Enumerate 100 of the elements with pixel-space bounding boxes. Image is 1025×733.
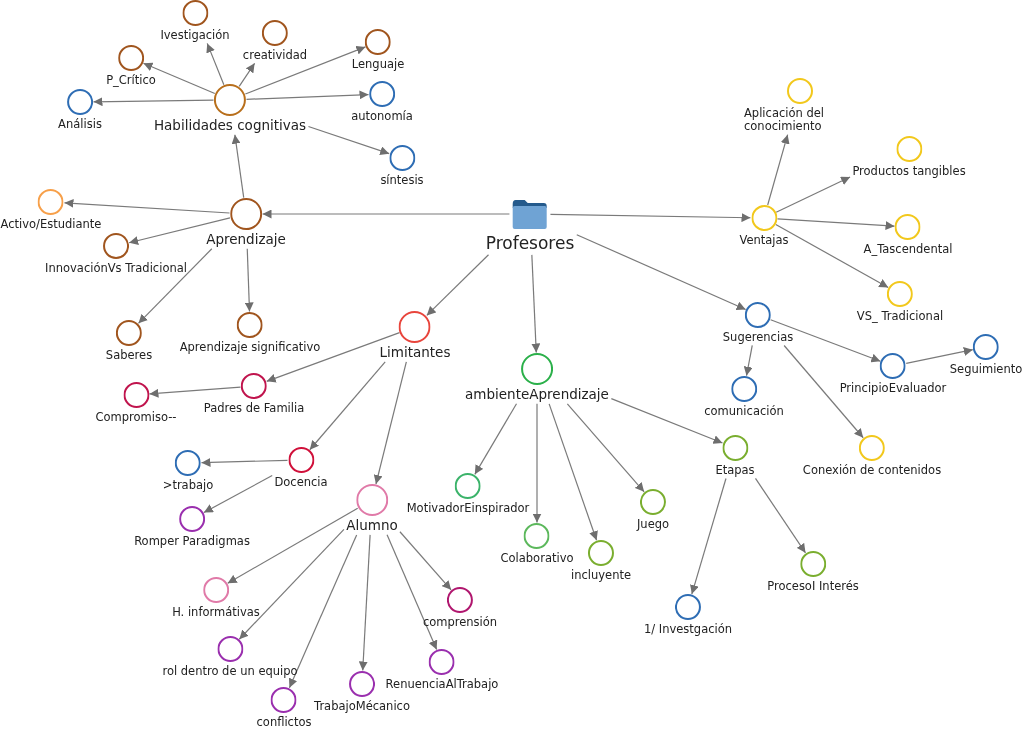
arrow xyxy=(137,248,213,324)
arrow xyxy=(474,403,518,475)
node-label: Romper Paradigmas xyxy=(134,535,250,549)
node-label: Habilidades cognitivas xyxy=(153,118,307,134)
arrow xyxy=(63,198,231,214)
arrow xyxy=(373,361,407,485)
concept-node xyxy=(406,473,530,516)
node-label: MotivadorEinspirador xyxy=(406,502,530,516)
arrow xyxy=(309,361,386,451)
node-label: H. informátivas xyxy=(172,606,260,620)
arrow xyxy=(775,224,889,288)
arrow xyxy=(690,477,727,595)
arrow xyxy=(148,386,242,398)
arrow xyxy=(767,134,790,206)
arrow xyxy=(244,46,367,95)
concept-node xyxy=(739,205,789,248)
concept-node xyxy=(134,506,250,549)
concept-node xyxy=(179,312,321,355)
arrow xyxy=(576,234,747,311)
concept-node xyxy=(949,334,1023,377)
topic-label: Profesores xyxy=(485,234,575,254)
node-label: Juego xyxy=(636,518,670,532)
node-label: Limitantes xyxy=(379,345,451,361)
concept-node xyxy=(206,198,286,248)
concept-node xyxy=(643,594,733,637)
node-label: Activo/Estudiante xyxy=(0,218,102,232)
concept-node xyxy=(351,29,405,72)
node-label: rol dentro de un equipo xyxy=(162,665,298,679)
arrow xyxy=(776,218,896,231)
concept-node xyxy=(0,189,102,232)
arrow xyxy=(754,477,807,554)
arrow xyxy=(783,344,864,439)
node-label: TrabajoMécanico xyxy=(314,700,410,714)
arrow xyxy=(532,403,542,524)
node-label: Lenguaje xyxy=(351,58,405,72)
node-label: ProcesoI Interés xyxy=(767,580,859,594)
arrow xyxy=(288,534,358,689)
concept-node xyxy=(465,353,609,403)
node-label: incluyente xyxy=(571,569,631,583)
arrow xyxy=(775,176,851,213)
node-label: Saberes xyxy=(105,349,153,363)
arrow xyxy=(426,254,490,317)
node-label: síntesis xyxy=(380,174,424,188)
arrow xyxy=(266,332,401,383)
concept-node xyxy=(160,0,230,43)
node-label: VS_ Tradicional xyxy=(856,310,944,324)
node-label: 1/ Investgación xyxy=(643,623,733,637)
arrow xyxy=(142,62,216,95)
concept-node xyxy=(385,649,499,692)
arrow xyxy=(227,507,359,584)
arrow xyxy=(203,475,273,514)
concept-node xyxy=(852,136,966,179)
node-label: Padres de Familia xyxy=(203,402,305,416)
concept-node xyxy=(106,45,156,88)
node-label: A_Tascendental xyxy=(863,243,953,257)
concept-node xyxy=(636,489,670,532)
arrow xyxy=(610,398,724,444)
concept-node xyxy=(153,84,307,134)
node-label: autonomía xyxy=(351,110,413,124)
arrow xyxy=(200,457,289,467)
node-label: Colaborativo xyxy=(500,552,574,566)
node-label: Alumno xyxy=(346,518,398,534)
node-label: comprensión xyxy=(422,616,498,630)
node-label: Aplicación del conocimiento xyxy=(744,107,825,134)
node-label: Seguimiento xyxy=(949,363,1023,377)
node-label: conflictos xyxy=(256,716,312,730)
node-label: P_Crítico xyxy=(106,74,156,88)
arrow xyxy=(743,344,753,377)
arrow xyxy=(128,217,231,245)
arrow xyxy=(770,319,881,363)
arrow xyxy=(548,403,598,541)
arrow xyxy=(549,213,752,223)
arrow xyxy=(238,62,256,87)
concept-node xyxy=(839,353,947,396)
node-label: PrincipioEvaluador xyxy=(839,382,947,396)
arrow xyxy=(231,134,245,199)
concept-node xyxy=(715,435,755,478)
arrow xyxy=(399,531,452,591)
node-label: Sugerencias xyxy=(722,331,794,345)
arrow xyxy=(358,534,371,672)
arrow xyxy=(92,97,215,107)
arrow xyxy=(905,347,974,364)
node-label: Aprendizaje xyxy=(206,232,286,248)
concept-node xyxy=(162,450,214,493)
concept-node xyxy=(571,540,631,583)
node-label: creatividad xyxy=(242,49,308,63)
arrow xyxy=(386,534,438,651)
arrow xyxy=(245,90,370,100)
concept-node xyxy=(722,302,794,345)
node-label: ambienteAprendizaje xyxy=(465,387,609,403)
concept-node xyxy=(863,214,953,257)
arrow xyxy=(531,254,541,354)
node-label: comunicación xyxy=(704,405,784,419)
node-label: >trabajo xyxy=(162,479,214,493)
arrow xyxy=(307,125,390,156)
concept-node xyxy=(856,281,944,324)
arrow xyxy=(566,403,645,493)
node-label: Compromiso-- xyxy=(95,411,177,425)
node-label: Ventajas xyxy=(739,234,789,248)
node-label: Ivestigación xyxy=(160,29,230,43)
